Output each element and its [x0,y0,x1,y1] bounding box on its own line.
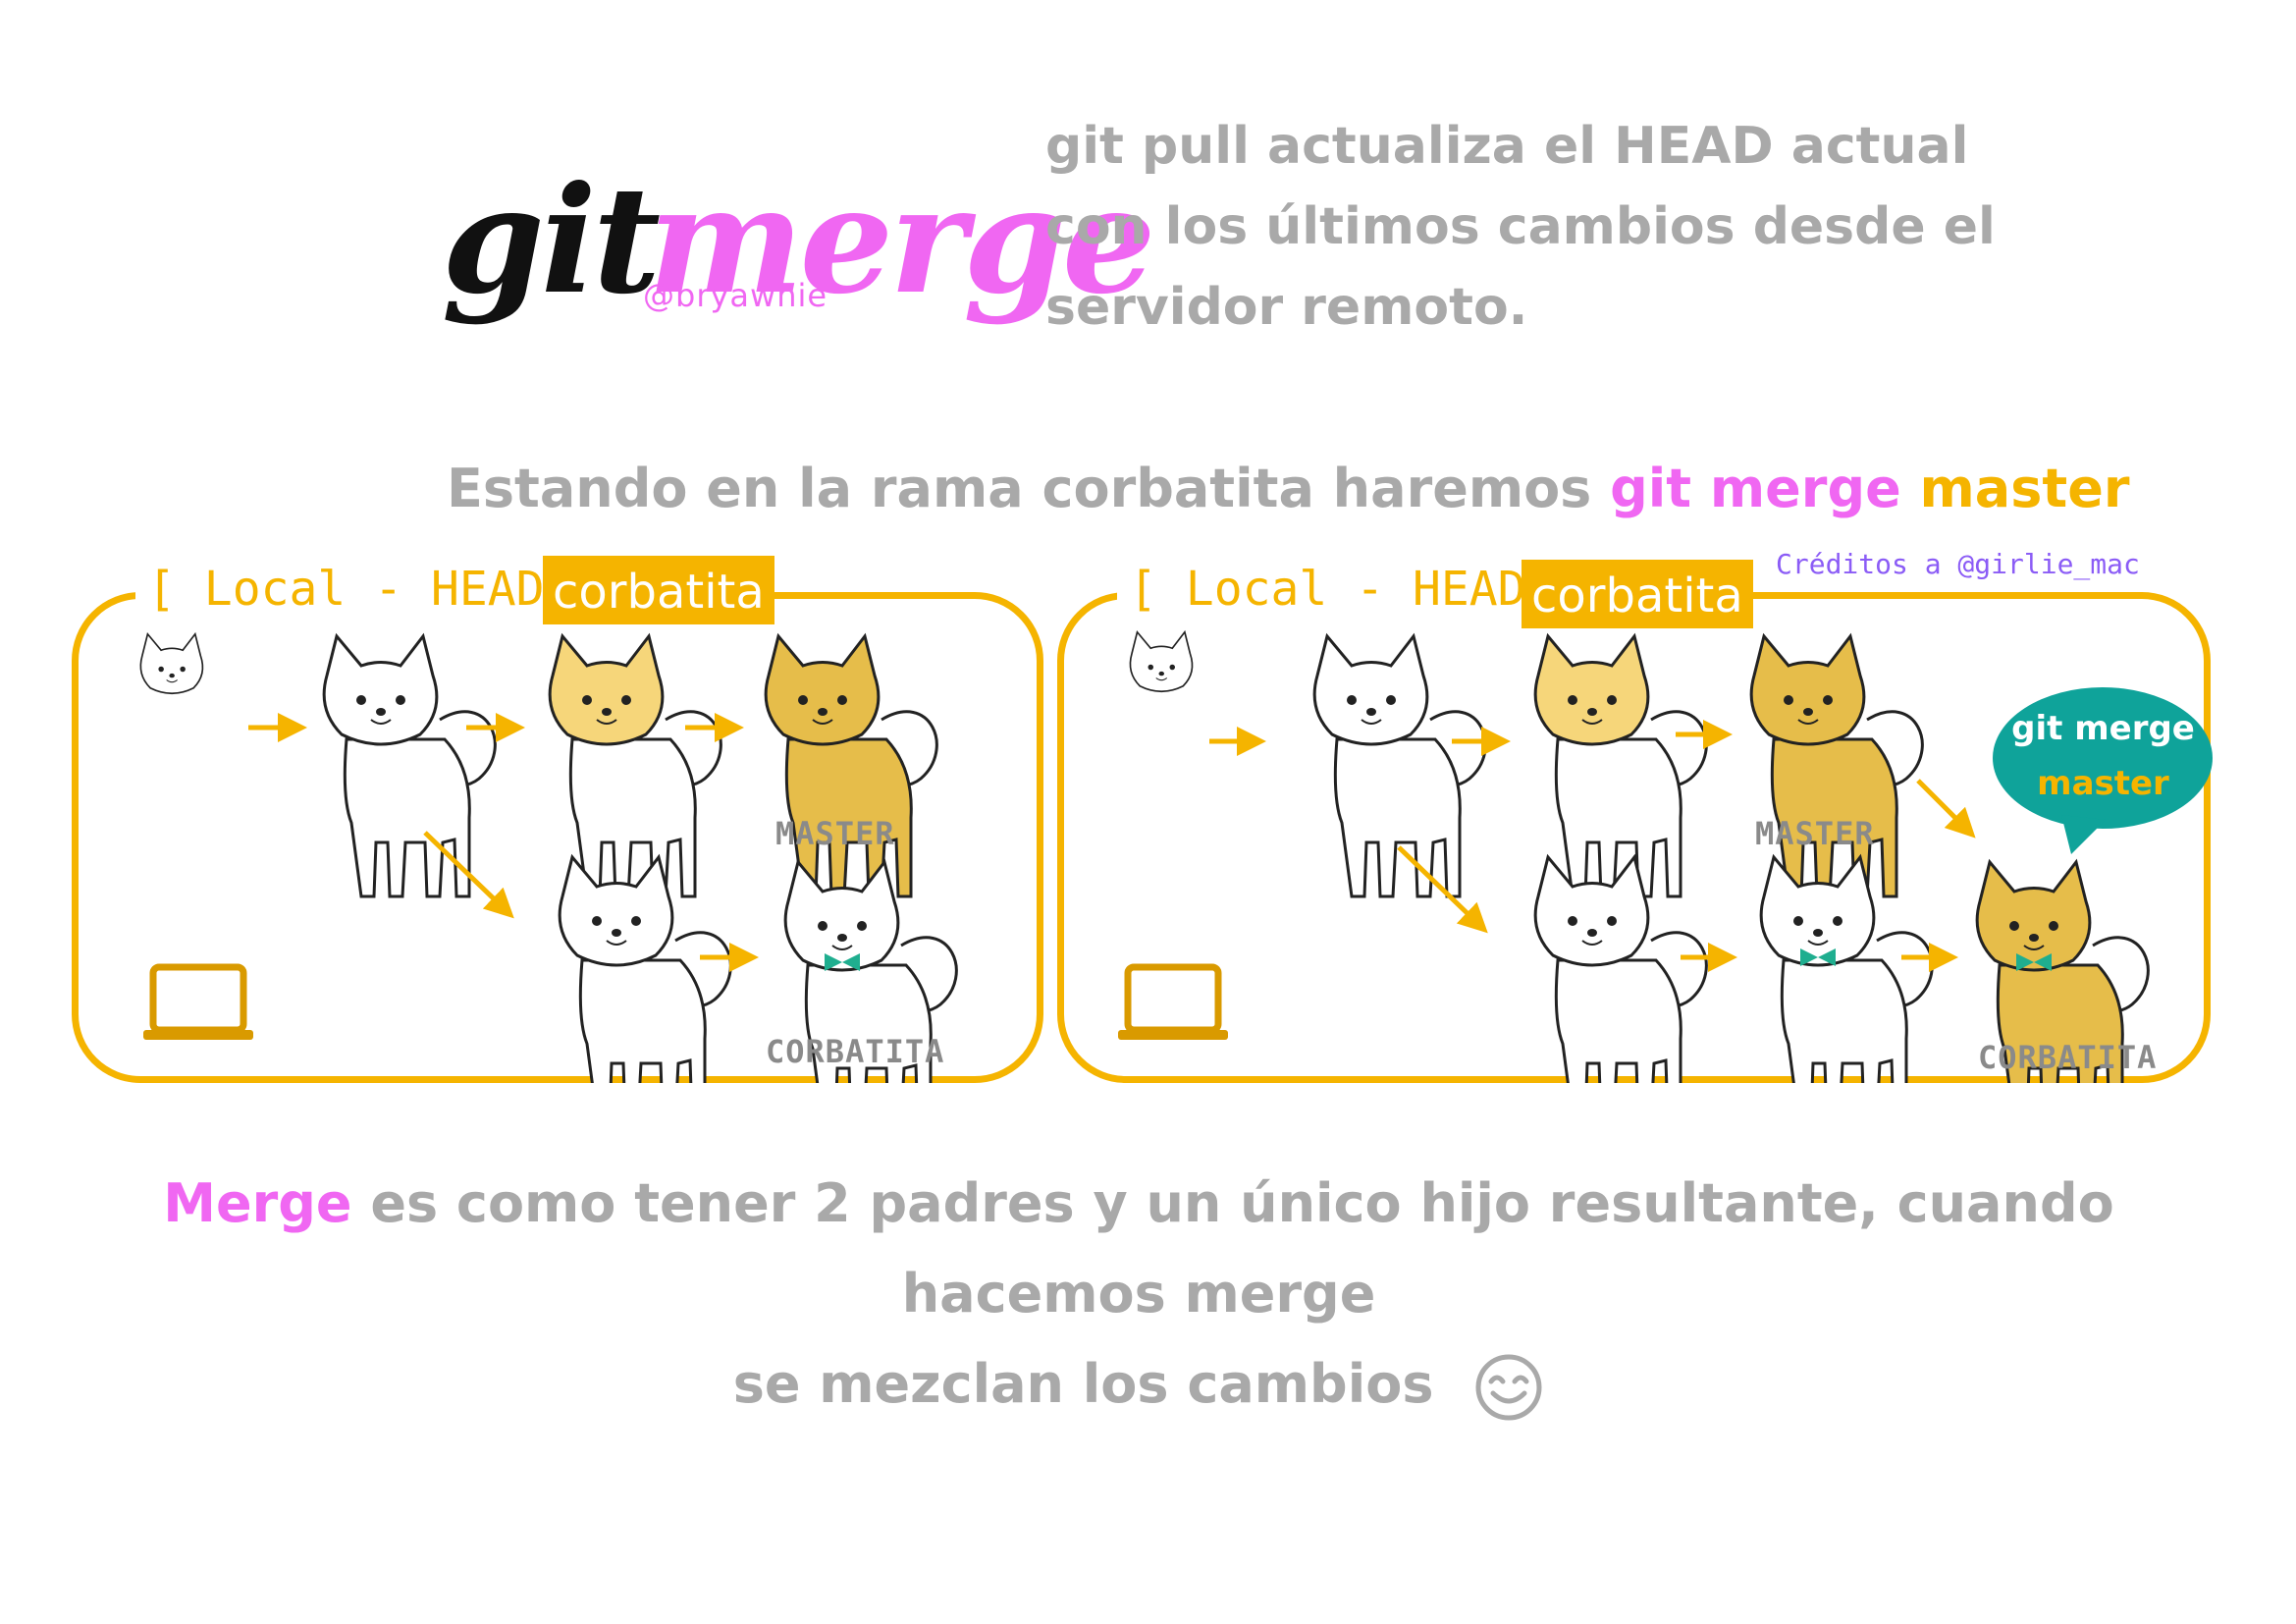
subtitle-cmd: git merge [1610,458,1901,519]
subtitle-prefix: Estando en la rama corbatita haremos [447,458,1592,519]
dog-2 [548,634,722,898]
dog-1 [1312,634,1487,898]
description-line-2: con los últimos cambios desde el [1045,197,1996,256]
footer: Merge es como tener 2 padres y un único … [59,1159,2218,1430]
panel-2-label-corbatita: CORBATITA [1978,1039,2158,1076]
laptop-icon [1118,967,1228,1040]
title-merge: merge [648,154,1155,327]
footer-line-2: se mezclan los cambios [59,1339,2218,1430]
bubble-text: git merge master [1993,701,2214,811]
description-line-3: servidor remoto. [1045,278,1528,337]
arrow-branch [1397,845,1488,934]
credits: Créditos a @girlie_mac [1770,548,2146,580]
subtitle-branch: master [1919,458,2130,519]
dog-master [1749,634,1924,898]
puppy-head [1129,630,1194,693]
dog-master [764,634,938,898]
title-git: git [442,154,661,327]
description-line-1: git pull actualiza el HEAD actual [1045,117,1969,176]
panel-1-branch-tag: corbatita [543,556,774,624]
dog-2 [1533,634,1708,898]
author-handle: @bryawnie [643,277,828,314]
panel-1-label-master: MASTER [775,815,895,852]
panel-1-label-corbatita: CORBATITA [766,1033,945,1070]
panel-2-label-master: MASTER [1755,815,1875,852]
footer-line-1: Merge es como tener 2 padres y un único … [59,1159,2218,1339]
panel-1-local-label: [ Local - HEAD ] [147,562,602,617]
description: git pull actualiza el HEAD actual con lo… [1045,106,1996,348]
arrow-merge [1916,779,1976,839]
speech-bubble [1993,687,2213,854]
bubble-line-2: master [2037,764,2169,803]
dog-1 [322,634,497,898]
dog-branch-2 [1759,855,1934,1083]
footer-line-2-text: se mezclan los cambios [732,1353,1434,1415]
panel-2-local-label: [ Local - HEAD ] [1129,562,1583,617]
footer-highlight: Merge [163,1172,352,1234]
dog-branch-1 [558,855,732,1083]
panel-2-branch-tag: corbatita [1522,560,1753,628]
footer-line-1-rest: es como tener 2 padres y un único hijo r… [351,1172,2114,1325]
subtitle: Estando en la rama corbatita haremos git… [447,458,2129,519]
panel-1-diagram [72,632,958,1083]
panel-2-diagram [1057,630,2150,1083]
puppy-head [139,632,204,695]
smile-icon [1475,1354,1542,1421]
arrow-branch [423,831,514,919]
laptop-icon [143,967,253,1040]
bubble-line-1: git merge [2011,709,2195,748]
